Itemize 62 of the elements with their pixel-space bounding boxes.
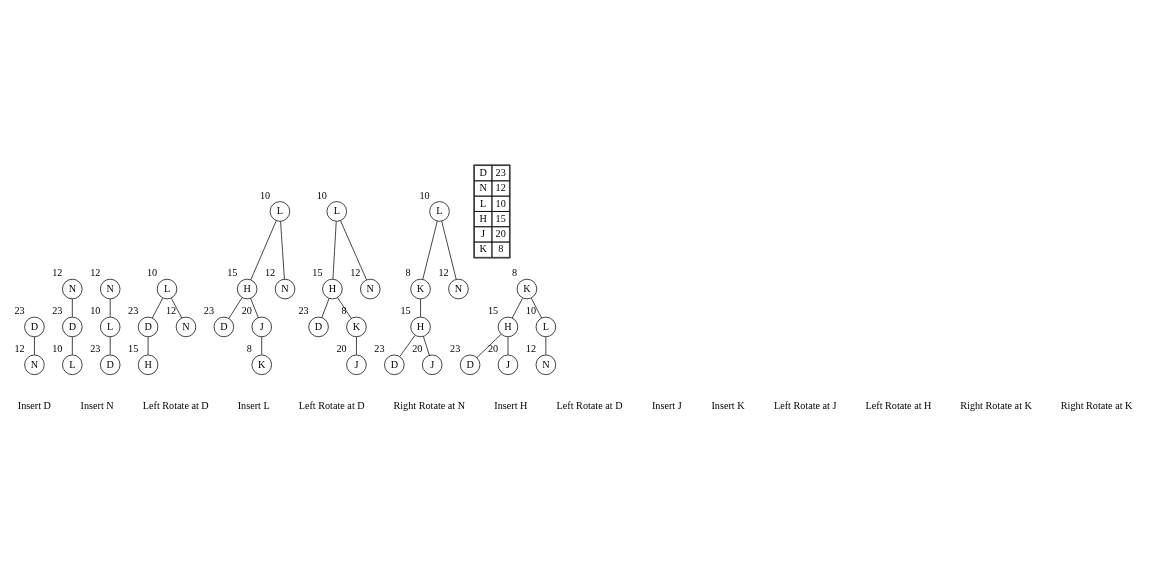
node-label: 10 [525, 304, 537, 316]
label: Right Rotate at K [1060, 399, 1133, 411]
node-label: 23 [90, 342, 101, 354]
label: H [479, 212, 487, 224]
node-label: 20 [336, 342, 347, 354]
label: Right Rotate at N [393, 399, 466, 411]
node-label: 12 [525, 342, 537, 354]
label: 10 [495, 197, 506, 208]
node-label: 15 [227, 266, 238, 278]
label: Insert K [711, 399, 745, 411]
label: N [479, 181, 487, 193]
node-label: 15 [487, 304, 499, 316]
label: 12 [495, 181, 506, 193]
node-label: 23 [14, 304, 25, 316]
node-label: 15 [400, 304, 411, 316]
label: Insert N [80, 399, 114, 411]
label: Left Rotate at J [773, 399, 837, 411]
label: D [479, 166, 487, 178]
label: Insert H [494, 399, 528, 411]
node-label: 20 [241, 304, 252, 316]
node-label: 23 [450, 342, 461, 354]
node-label: 10 [419, 189, 430, 201]
node-label: 12 [265, 266, 276, 278]
node-label: 10 [259, 189, 271, 201]
label: Left Rotate at D [556, 399, 623, 411]
label: Left Rotate at H [865, 399, 932, 411]
label: Left Rotate at D [298, 399, 365, 411]
node-label: 10 [52, 342, 63, 354]
node-label: 8 [405, 266, 411, 278]
label: L [479, 197, 487, 208]
node-label: 23 [128, 304, 139, 316]
label: 20 [495, 227, 506, 239]
label: K [479, 242, 487, 254]
node-label: 23 [374, 342, 385, 354]
label: 8 [498, 242, 504, 254]
node-label: 12 [165, 304, 177, 316]
node-label: 8 [511, 266, 518, 278]
node-label: 15 [312, 266, 323, 278]
node-label: 23 [203, 304, 215, 316]
node-label: 15 [128, 342, 139, 354]
node-label: 23 [298, 304, 309, 316]
node-label: 10 [316, 189, 327, 201]
node-label: 12 [14, 342, 25, 354]
label: Right Rotate at K [960, 399, 1032, 411]
label: J [481, 227, 485, 239]
label: Insert D [17, 399, 51, 411]
node-label: 10 [90, 304, 101, 316]
label: Left Rotate at D [142, 399, 209, 411]
node-label: 12 [52, 266, 63, 278]
label: Insert L [237, 399, 270, 411]
node-label: 8 [341, 304, 347, 316]
node-label: 23 [52, 304, 63, 316]
node-label: 12 [438, 266, 449, 278]
label: Insert J [651, 399, 682, 411]
label: 23 [495, 166, 506, 178]
node-label: 20 [412, 342, 423, 354]
node-label: 12 [90, 266, 101, 278]
label: 15 [495, 212, 506, 224]
node-label: 20 [487, 342, 499, 354]
node-label: 12 [350, 266, 361, 278]
node-label: 10 [146, 266, 158, 278]
node-label: 8 [246, 342, 252, 354]
